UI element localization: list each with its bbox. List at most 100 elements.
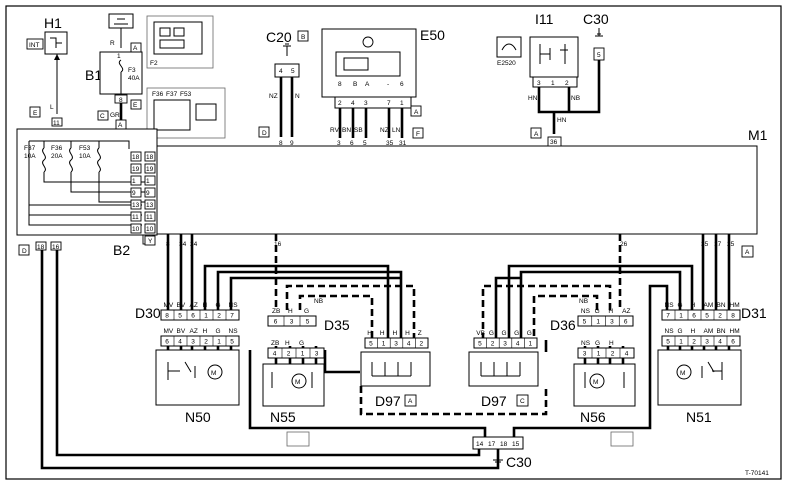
harness-wire <box>55 250 481 457</box>
c30-bottom-pin: 15 <box>512 441 520 448</box>
tag-a-e50 <box>410 105 422 117</box>
n50-connector-wire-label: MV <box>164 328 174 335</box>
n51-connector-pin: 5 <box>666 339 670 346</box>
b2-pin-label: 18 <box>132 154 140 161</box>
label-d97a: D97 <box>375 393 401 409</box>
label-b1: B1 <box>85 67 102 83</box>
c20-wires <box>279 77 294 137</box>
i11-relay-symbol <box>539 44 568 64</box>
d30-connector-wire-label: AZ <box>190 302 198 309</box>
n51-connector-wire-label: AM <box>704 328 714 335</box>
d30-connector-pin: 8 <box>165 313 169 320</box>
fuse-inset-drawing <box>153 99 217 131</box>
d31-connector-pin: 7 <box>666 313 670 320</box>
n56-location-icon <box>610 431 634 447</box>
n51-connector-wire-label: G <box>678 328 683 335</box>
d31-connector-pin: 6 <box>692 313 696 320</box>
tag-e-h1-text: E <box>33 110 38 117</box>
d36-connector-wire-label: AZ <box>622 308 630 315</box>
label-n50: N50 <box>185 409 211 425</box>
e50-m1-pin: 6 <box>350 140 354 147</box>
d30-connector-wire-label: G <box>216 302 221 309</box>
d97a-block <box>360 351 431 387</box>
wire-nb-d36: NB <box>579 298 588 305</box>
tag-a-b1-text: A <box>133 45 138 52</box>
n56-connector-pin: 1 <box>597 351 601 358</box>
n51-switch-symbols <box>701 361 723 380</box>
n51-connector-wire-label: HM <box>730 328 740 335</box>
d97c-connector-wire-label: G <box>502 330 507 337</box>
inset-f53: F53 <box>180 91 192 98</box>
d31-connector-pin: 5 <box>705 313 709 320</box>
c20-pin-5: 5 <box>291 68 295 75</box>
fuse-output-line <box>43 172 150 183</box>
n56-connector-wire-label: G <box>595 340 600 347</box>
d97c-connector-pin: 4 <box>516 341 520 348</box>
e50-warning-lamp-icon <box>362 36 374 48</box>
d36-connector-wire-label: G <box>595 308 600 315</box>
c30-bottom-pin: 14 <box>476 441 484 448</box>
c20-pin-4: 4 <box>279 68 283 75</box>
e50-circuit-symbol <box>335 51 401 77</box>
label-c30-top: C30 <box>583 11 609 27</box>
c30-bottom-ground-symbol <box>493 449 503 463</box>
m1-pin-label: 9 <box>146 190 150 197</box>
tag-d-c20 <box>258 126 270 138</box>
e50-top-pin: B <box>353 81 357 88</box>
d97c-bus <box>480 362 521 377</box>
label-n55: N55 <box>270 409 296 425</box>
d35-connector-pin: 6 <box>274 319 278 326</box>
wire-n: N <box>295 93 300 100</box>
wire-hn1: HN <box>528 95 538 102</box>
n50-connector-wire-label: NS <box>229 328 239 335</box>
wire-nz: NZ <box>269 93 278 100</box>
tag-d-b2 <box>18 244 30 256</box>
tag-a-d97-text: A <box>408 398 413 405</box>
d97a-connector-pin: 1 <box>382 341 386 348</box>
n51-connector-wire-label: NS <box>665 328 675 335</box>
d97c-connector-pin: 2 <box>491 341 495 348</box>
tag-e-b1-text: E <box>133 102 138 109</box>
d31-connector-pin: 2 <box>718 313 722 320</box>
n51-connector-pin: 6 <box>731 339 735 346</box>
tag-c-d97 <box>516 394 529 407</box>
n55-connector-wire-label: H <box>285 340 290 347</box>
d97c-connector-wire-label: G <box>489 330 494 337</box>
b1-battery-box <box>108 13 134 29</box>
h1-arrow-icon <box>54 54 60 60</box>
h1-switch-icon <box>50 37 62 48</box>
m1-pin-label: 10 <box>146 226 154 233</box>
b2-pin <box>130 163 142 174</box>
i11-pin-1: 1 <box>551 80 555 87</box>
b2-pin-label: 11 <box>132 214 139 221</box>
c30-bottom-pin: 18 <box>500 441 508 448</box>
wire-rv: RV <box>330 127 340 134</box>
m1-pin-label: 19 <box>146 166 154 173</box>
i11-wires <box>537 60 601 134</box>
n51-connector-wire-label: BN <box>717 328 726 335</box>
n50-connector-wire-label: H <box>203 328 208 335</box>
n55-connector-wire-label: G <box>299 340 304 347</box>
n55-motor-icon <box>291 373 307 389</box>
n50-connector-pin: 2 <box>204 339 208 346</box>
inset-f36: F36 <box>152 91 164 98</box>
harness-wire <box>216 270 403 340</box>
label-b2: B2 <box>113 242 130 258</box>
d31-connector-wire-label: NS <box>665 302 675 309</box>
tag-a-i11 <box>530 127 542 139</box>
n50-connector-pin: 1 <box>217 339 221 346</box>
tag-d-c20-text: D <box>262 130 267 137</box>
d31-connector-wire-label: G <box>678 302 683 309</box>
fuse-output-line <box>70 172 150 193</box>
n51-connector-pin: 1 <box>679 339 683 346</box>
n55-location-icon <box>286 431 310 447</box>
fuse-symbol <box>69 147 73 173</box>
tag-f-e50-text: F <box>416 131 420 138</box>
d35-connector-wire-label: H <box>288 308 293 315</box>
